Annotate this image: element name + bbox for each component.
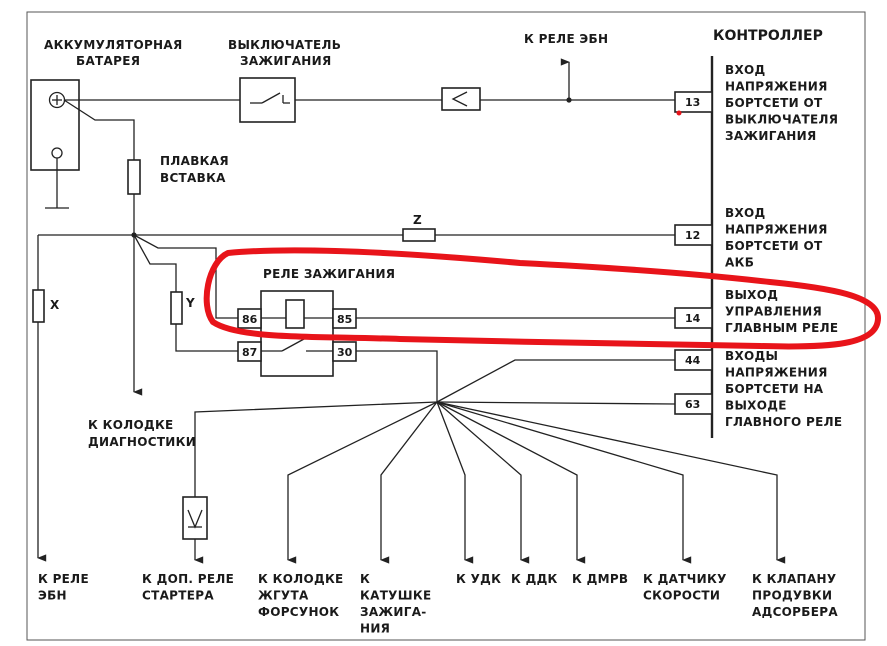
- red-highlight-annotation: [203, 247, 881, 350]
- relay-contact-icon: [281, 338, 305, 352]
- bottom-target-label: ЭБН: [38, 589, 67, 603]
- relay-pin-85: 85: [337, 313, 352, 326]
- fuse-y-label: Y: [185, 296, 195, 310]
- controller-pin-12: 12: [685, 229, 700, 242]
- fuse-x-label: X: [50, 298, 60, 312]
- controller-input-label: ВЫХОД: [725, 288, 778, 302]
- diagram-frame: [26, 11, 866, 641]
- fuse-z: [402, 228, 436, 242]
- ignition-switch: ВЫКЛЮЧАТЕЛЬ ЗАЖИГАНИЯ: [228, 38, 341, 123]
- controller-pin-44: 44: [685, 354, 701, 367]
- bottom-target-label: СТАРТЕРА: [142, 589, 214, 603]
- ignition-switch-label-1: ВЫКЛЮЧАТЕЛЬ: [228, 38, 341, 52]
- diode-icon: [182, 496, 208, 564]
- controller-pin-box: [674, 91, 713, 113]
- bottom-target-label: К: [360, 572, 370, 586]
- controller-input-label: ГЛАВНОГО РЕЛЕ: [725, 415, 842, 429]
- controller-input-label: НАПРЯЖЕНИЯ: [725, 80, 828, 94]
- fuse-link-label-1: ПЛАВКАЯ: [160, 154, 229, 168]
- connector-icon: [441, 87, 481, 111]
- controller-pin-box: [674, 307, 713, 329]
- bottom-target-label: НИЯ: [360, 622, 390, 636]
- relay-coil-icon: [285, 299, 305, 329]
- fuse-link: ПЛАВКАЯ ВСТАВКА: [127, 154, 229, 195]
- bottom-target-label: К РЕЛЕ: [38, 572, 89, 586]
- controller-input-label: ВХОД: [725, 63, 766, 77]
- bundle-wire: [287, 401, 438, 564]
- controller-input-label: ВХОД: [725, 206, 766, 220]
- controller-input-label: АКБ: [725, 256, 754, 270]
- bottom-target-labels: К РЕЛЕ ЭБН К ДОП. РЕЛЕ СТАРТЕРА К КОЛОДКЕ ЖГУ…: [38, 572, 838, 636]
- bottom-target-label: КАТУШКЕ: [360, 589, 431, 603]
- bottom-target-label: СКОРОСТИ: [643, 589, 720, 603]
- controller-pin-13: 13: [685, 96, 700, 109]
- bundle-wire: [436, 401, 692, 564]
- relay-pin-87: 87: [242, 346, 257, 359]
- controller-input-label: ВЫХОДЕ: [725, 399, 787, 413]
- diag-label-1: К КОЛОДКЕ: [88, 418, 174, 432]
- bottom-target-label: ЖГУТА: [258, 589, 309, 603]
- switch-contact-icon: [261, 92, 281, 104]
- controller-input-label: БОРТСЕТИ НА: [725, 382, 824, 396]
- bottom-target-label: К ДАТЧИКУ: [643, 572, 727, 586]
- bundle-wire: [436, 401, 786, 564]
- bundle-wire: [436, 401, 474, 564]
- bundle-wire: [380, 401, 438, 564]
- controller-input-label: ЗАЖИГАНИЯ: [725, 129, 817, 143]
- fuse-link-label-2: ВСТАВКА: [160, 171, 226, 185]
- diag-label-2: ДИАГНОСТИКИ: [88, 435, 196, 449]
- controller-input-label: УПРАВЛЕНИЯ: [725, 305, 822, 319]
- bottom-target-label: К КОЛОДКЕ: [258, 572, 344, 586]
- bottom-target-label: К КЛАПАНУ: [752, 572, 836, 586]
- fuse-z-label: Z: [413, 213, 422, 227]
- ignition-relay: РЕЛЕ ЗАЖИГАНИЯ 86 85 87 30: [237, 267, 395, 377]
- relay-pin-30: 30: [337, 346, 353, 359]
- ignition-switch-label-2: ЗАЖИГАНИЯ: [240, 54, 332, 68]
- controller-input-label: ГЛАВНЫМ РЕЛЕ: [725, 321, 838, 335]
- battery-label-2: БАТАРЕЯ: [76, 54, 140, 68]
- bottom-target-label: К ДДК: [511, 572, 558, 586]
- bottom-target-label: К УДК: [456, 572, 501, 586]
- controller-pin-63: 63: [685, 398, 700, 411]
- controller-input-label: НАПРЯЖЕНИЯ: [725, 366, 828, 380]
- fuse-y: [170, 291, 183, 325]
- controller-pin-14: 14: [685, 312, 701, 325]
- bottom-target-label: ЗАЖИГА-: [360, 605, 427, 619]
- bottom-target-label: ФОРСУНОК: [258, 605, 339, 619]
- controller-input-label: ВХОДЫ: [725, 349, 778, 363]
- controller-input-label: БОРТСЕТИ ОТ: [725, 96, 823, 110]
- controller-label: КОНТРОЛЛЕР: [713, 28, 823, 44]
- battery: АККУМУЛЯТОРНАЯ БАТАРЕЯ: [30, 38, 183, 209]
- bundle-wire: [194, 401, 438, 497]
- relay-ebn-top-label: К РЕЛЕ ЭБН: [524, 32, 608, 46]
- fuse-x: [32, 289, 45, 323]
- relay-pin-86: 86: [242, 313, 258, 326]
- bottom-target-label: АДСОРБЕРА: [752, 605, 838, 619]
- bottom-target-label: К ДМРВ: [572, 572, 628, 586]
- bottom-target-label: К ДОП. РЕЛЕ: [142, 572, 234, 586]
- bottom-wire-bundle: [194, 401, 786, 564]
- bundle-wire: [436, 401, 530, 564]
- controller-input-label: БОРТСЕТИ ОТ: [725, 239, 823, 253]
- controller-pin-box: [674, 224, 713, 246]
- bottom-target-label: ПРОДУВКИ: [752, 589, 832, 603]
- controller-input-label: НАПРЯЖЕНИЯ: [725, 223, 828, 237]
- bundle-wire: [436, 401, 586, 564]
- battery-label-1: АККУМУЛЯТОРНАЯ: [44, 38, 183, 52]
- ignition-relay-label: РЕЛЕ ЗАЖИГАНИЯ: [263, 267, 395, 281]
- controller-input-label: ВЫКЛЮЧАТЕЛЯ: [725, 113, 838, 127]
